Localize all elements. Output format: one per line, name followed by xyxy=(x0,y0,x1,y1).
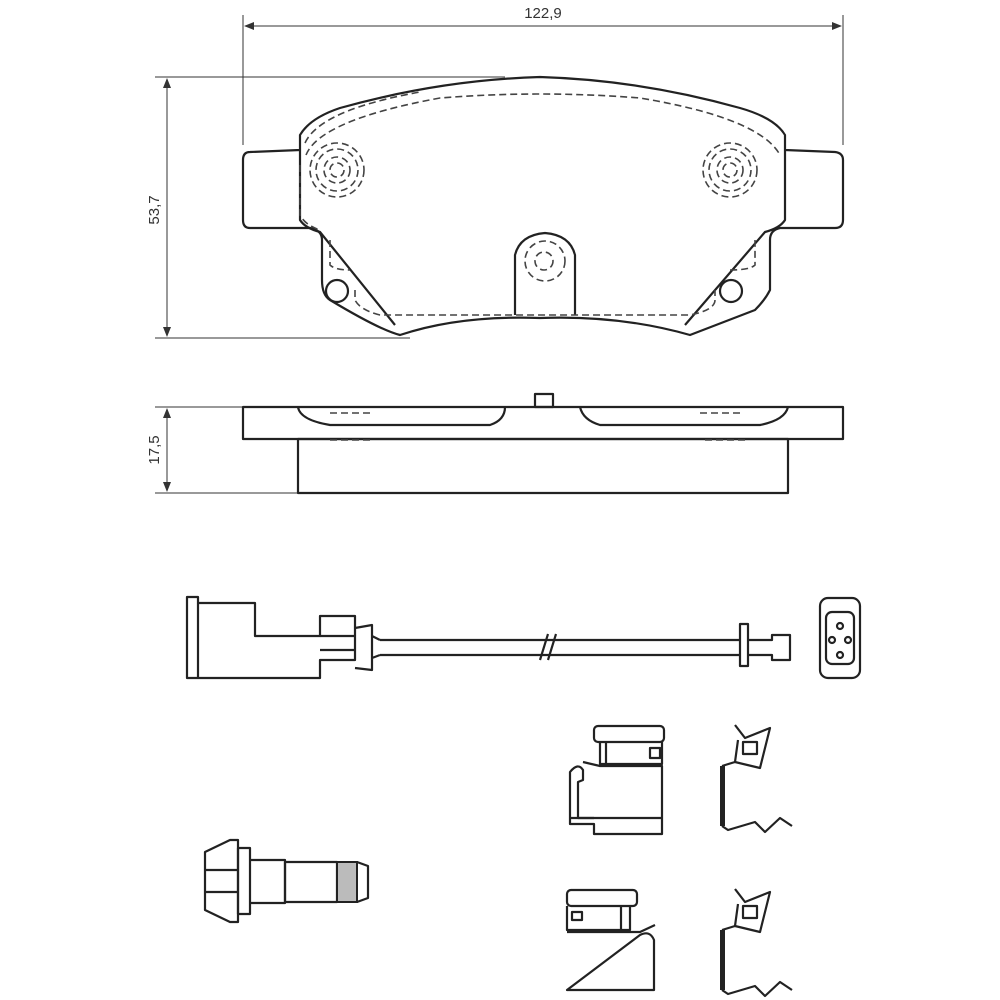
thickness-dimension: 17,5 xyxy=(146,406,298,494)
piston-circle-right xyxy=(702,142,758,198)
abutment-clip-bottom xyxy=(565,888,656,992)
guide-bolt xyxy=(203,838,370,924)
piston-circle-left xyxy=(309,142,365,198)
brake-pad-front-view xyxy=(241,75,845,337)
height-dimension: 53,7 xyxy=(146,76,505,339)
mounting-hole-left xyxy=(324,278,350,304)
width-dimension: 122,9 xyxy=(242,5,844,145)
brake-pad-side-view xyxy=(241,392,845,495)
height-label: 53,7 xyxy=(146,195,163,224)
thickness-label: 17,5 xyxy=(146,435,163,464)
mounting-hole-right xyxy=(718,278,744,304)
sensor-connector-end xyxy=(818,596,862,680)
abutment-clip-top xyxy=(568,724,666,836)
spring-clip-bottom xyxy=(720,888,793,998)
width-label: 122,9 xyxy=(524,5,562,22)
spring-clip-top xyxy=(720,724,793,834)
wear-sensor-cable xyxy=(185,595,862,680)
